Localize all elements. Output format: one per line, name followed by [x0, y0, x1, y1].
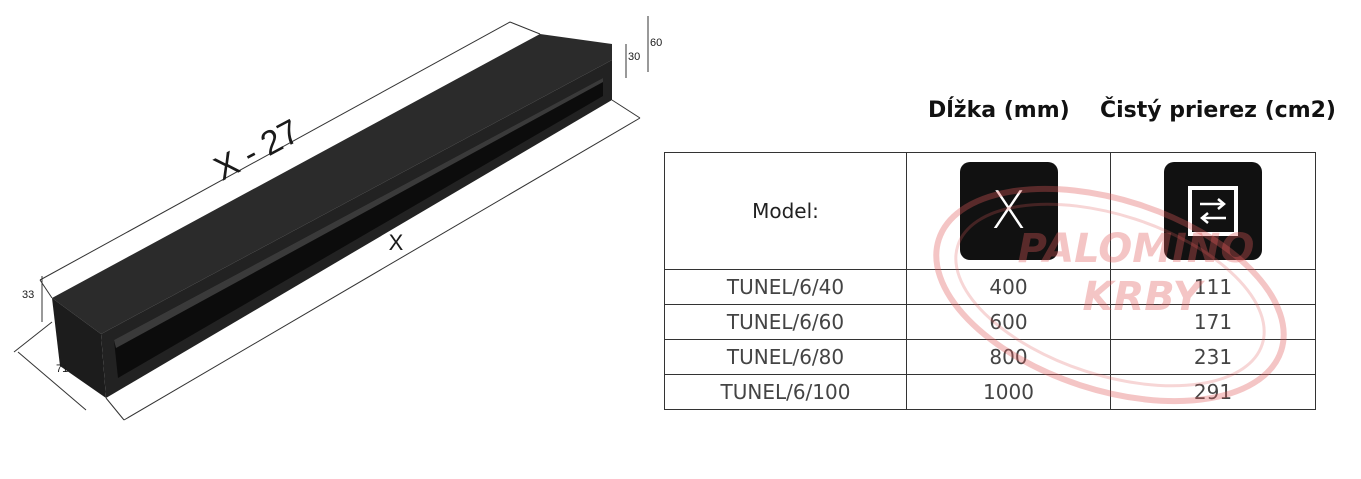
- vent-opening-inner: [114, 78, 603, 348]
- cell-model: TUNEL/6/40: [664, 269, 907, 305]
- cell-length: 400: [906, 269, 1111, 305]
- x-glyph: X: [990, 181, 1027, 241]
- vent-opening: [114, 78, 603, 378]
- cell-length: 1000: [906, 374, 1111, 410]
- spec-table: Model: X TUNEL/6/40 400 111 TUNEL/6/60: [664, 152, 1316, 410]
- table-header-row: Model: X: [664, 152, 1316, 270]
- cell-model: TUNEL/6/100: [664, 374, 907, 410]
- cell-model: TUNEL/6/60: [664, 304, 907, 340]
- dim-label-60: 60: [650, 37, 662, 49]
- model-header-cell: Model:: [664, 152, 907, 270]
- table-row: TUNEL/6/80 800 231: [664, 339, 1316, 375]
- header-cross-section: Čistý prierez (cm2): [1100, 98, 1336, 123]
- dim-label-x: X: [389, 230, 404, 255]
- dim-label-33: 33: [22, 289, 34, 301]
- dim-label-30: 30: [628, 51, 640, 63]
- product-dimension-drawing: X - 27 X 60 30 33 71: [13, 16, 662, 421]
- model-label: Model:: [752, 199, 819, 223]
- cross-section-icon-cell: [1110, 152, 1316, 270]
- cell-cross-section: 231: [1110, 339, 1316, 375]
- cross-section-arrows-icon: [1164, 162, 1262, 260]
- cell-cross-section: 291: [1110, 374, 1316, 410]
- cell-cross-section: 111: [1110, 269, 1316, 305]
- x-length-icon: X: [959, 162, 1058, 260]
- vent-top-face: [52, 34, 612, 334]
- cell-length: 800: [906, 339, 1111, 375]
- cell-cross-section: 171: [1110, 304, 1316, 340]
- header-length: Dĺžka (mm): [928, 98, 1070, 123]
- table-row: TUNEL/6/40 400 111: [664, 269, 1316, 305]
- length-icon-cell: X: [906, 152, 1111, 270]
- cell-length: 600: [906, 304, 1111, 340]
- vent-front-face: [52, 298, 106, 398]
- table-row: TUNEL/6/100 1000 291: [664, 374, 1316, 410]
- cell-model: TUNEL/6/80: [664, 339, 907, 375]
- dim-label-71: 71: [56, 363, 68, 375]
- table-row: TUNEL/6/60 600 171: [664, 304, 1316, 340]
